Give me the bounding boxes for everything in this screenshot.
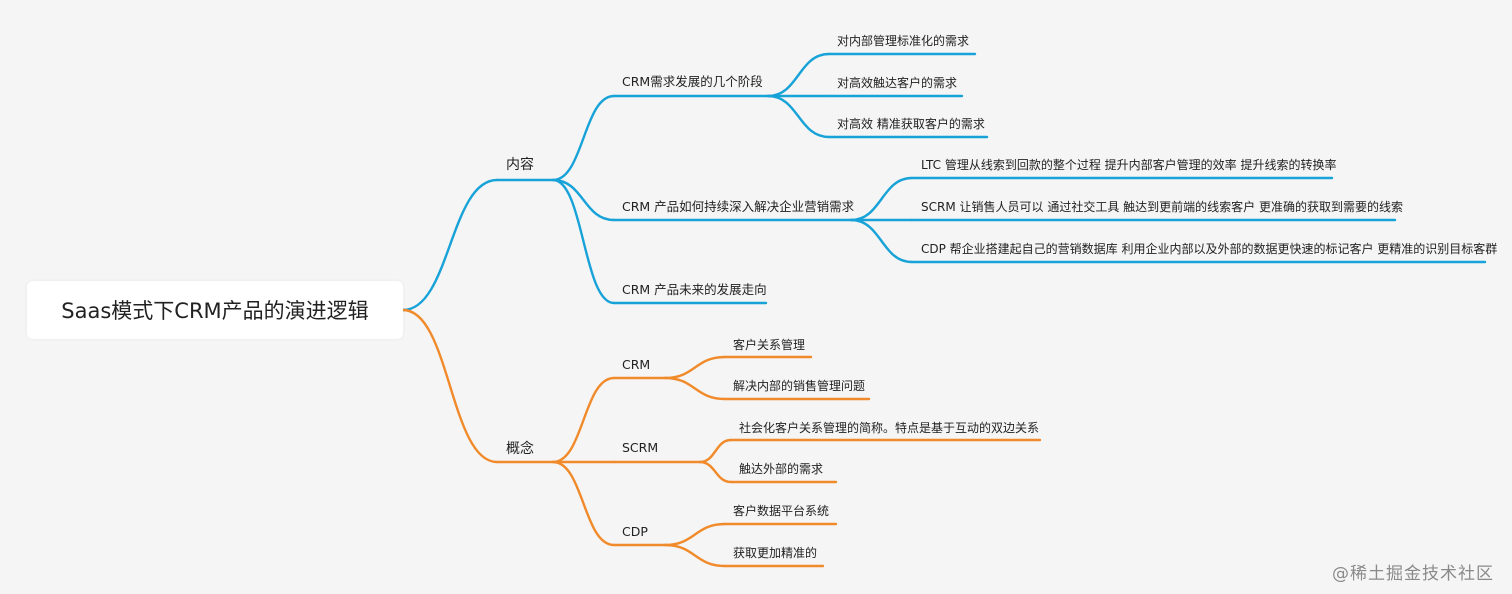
- branch-content[interactable]: 内容: [506, 157, 534, 173]
- leaf-scrm-detail[interactable]: SCRM 让销售人员可以 通过社交工具 触达到更前端的线索客户 更准确的获取到需…: [921, 200, 1403, 214]
- leaf-precise-acquisition[interactable]: 对高效 精准获取客户的需求: [837, 117, 985, 131]
- concept-leaf-connector-0: [663, 355, 727, 380]
- leaf-crm-purpose[interactable]: 解决内部的销售管理问题: [733, 379, 866, 393]
- concept-leaf-connector-2: [698, 438, 733, 464]
- stage-leaf-connector-0: [766, 52, 831, 98]
- leaf-cdp-definition[interactable]: 客户数据平台系统: [733, 504, 830, 518]
- leaf-ltc[interactable]: LTC 管理从线索到回款的整个过程 提升内部客户管理的效率 提升线索的转换率: [921, 158, 1337, 172]
- root-to-content-connector: [401, 178, 499, 312]
- concept-leaf-connector-5: [663, 543, 727, 568]
- stage-leaf-connector-2: [766, 94, 831, 139]
- leaf-cdp-detail[interactable]: CDP 帮企业搭建起自己的营销数据库 利用企业内部以及外部的数据更快速的标记客户…: [921, 242, 1498, 256]
- root-node[interactable]: Saas模式下CRM产品的演进逻辑: [27, 281, 403, 339]
- leaf-cdp-purpose[interactable]: 获取更加精准的: [733, 546, 818, 560]
- solve-leaf-connector-2: [849, 218, 914, 264]
- concept-leaf-connector-3: [698, 460, 733, 484]
- content-topic-connector-2: [551, 178, 616, 305]
- concept-crm[interactable]: CRM: [622, 357, 651, 372]
- solve-leaf-connector-0: [849, 176, 914, 222]
- topic-crm-solve-needs[interactable]: CRM 产品如何持续深入解决企业营销需求: [622, 199, 855, 214]
- watermark: @稀土掘金技术社区: [1332, 564, 1494, 584]
- leaf-internal-standardization[interactable]: 对内部管理标准化的需求: [837, 34, 970, 48]
- concept-topic-connector-2: [551, 460, 616, 547]
- concept-topic-connector-0: [551, 376, 616, 464]
- branch-concept[interactable]: 概念: [506, 441, 534, 457]
- root-to-concept-connector: [401, 308, 499, 464]
- content-topic-connector-0: [551, 94, 616, 182]
- leaf-scrm-purpose[interactable]: 触达外部的需求: [739, 462, 824, 476]
- concept-scrm[interactable]: SCRM: [622, 440, 659, 455]
- concept-cdp[interactable]: CDP: [622, 524, 648, 539]
- content-topic-connector-1: [551, 178, 616, 222]
- topic-crm-stages[interactable]: CRM需求发展的几个阶段: [622, 74, 763, 89]
- topic-crm-future[interactable]: CRM 产品未来的发展走向: [622, 282, 767, 297]
- concept-leaf-connector-4: [663, 522, 727, 547]
- concept-leaf-connector-1: [663, 376, 727, 401]
- leaf-efficient-reach[interactable]: 对高效触达客户的需求: [837, 76, 958, 90]
- leaf-scrm-definition[interactable]: 社会化客户关系管理的简称。特点是基于互动的双边关系: [739, 421, 1040, 435]
- root-node-label: Saas模式下CRM产品的演进逻辑: [61, 299, 369, 323]
- leaf-crm-definition[interactable]: 客户关系管理: [733, 338, 806, 352]
